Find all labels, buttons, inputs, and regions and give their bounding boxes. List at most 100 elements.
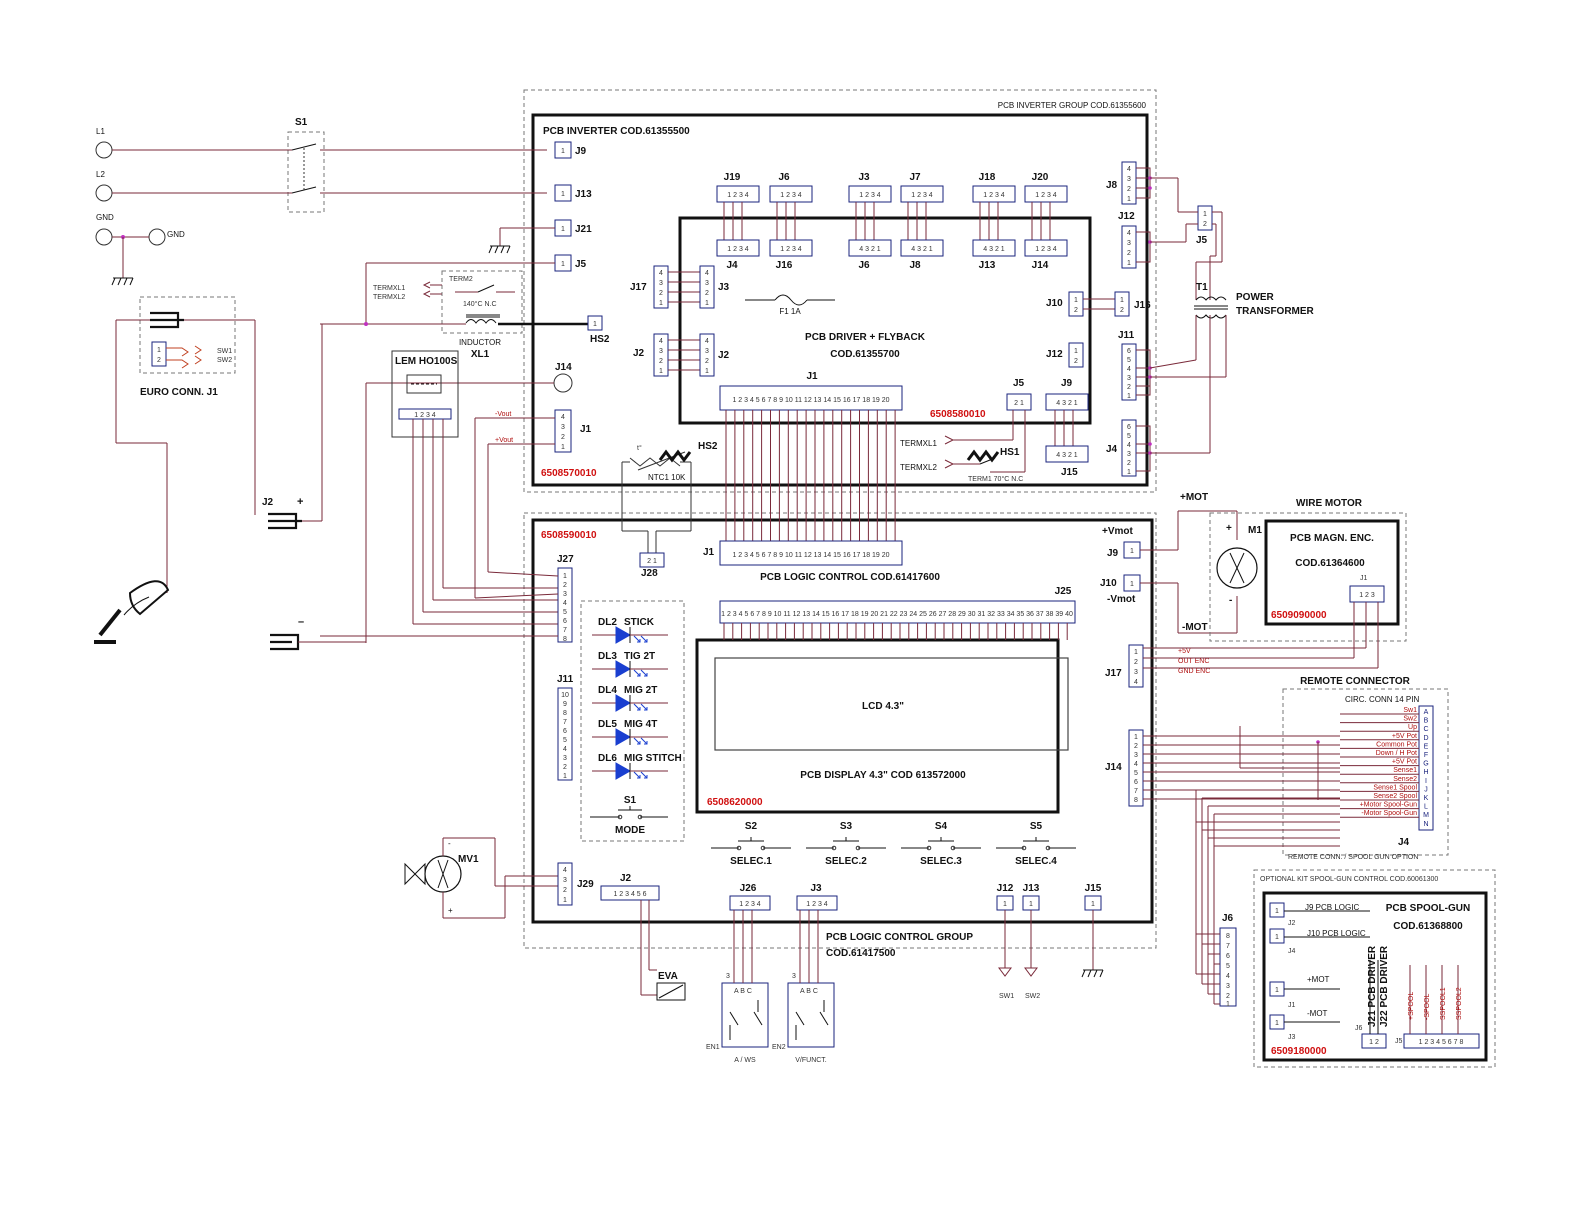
bottom-sw1-label: SW1: [999, 993, 1014, 1000]
svg-text:t°: t°: [637, 444, 642, 452]
spool-signal: +SPOOL: [1408, 992, 1415, 1020]
logic-j26-label: J26: [740, 883, 757, 894]
svg-text:3: 3: [705, 348, 709, 355]
spool-j6-label: J6: [1355, 1025, 1363, 1032]
inv-j12-label: J12: [1118, 211, 1135, 222]
svg-text:H: H: [1423, 769, 1428, 776]
svg-text:3: 3: [561, 424, 565, 431]
driver-board-cod: COD.61355700: [830, 349, 900, 360]
logic-j1-label: J1: [703, 547, 715, 558]
svg-text:6: 6: [1134, 779, 1138, 786]
spool-j10-logic: J10 PCB LOGIC: [1307, 929, 1366, 938]
encoder-name: A / WS: [734, 1057, 756, 1064]
svg-text:1: 1: [1127, 469, 1131, 476]
spool-signal: -SPOOL: [1424, 993, 1431, 1020]
svg-text:4: 4: [563, 600, 567, 607]
spool-j1-label: J1: [1288, 1002, 1296, 1009]
drv-j12-label: J12: [1046, 349, 1063, 360]
svg-text:1 2 3 4: 1 2 3 4: [859, 192, 881, 199]
svg-text:5: 5: [1127, 433, 1131, 440]
selector-ref: S3: [840, 821, 853, 832]
inv-j21-label: J21: [575, 224, 592, 235]
svg-text:2: 2: [659, 358, 663, 365]
svg-text:4: 4: [705, 338, 709, 345]
logic-group-frame: [523, 512, 1157, 949]
selector-ref: S2: [745, 821, 758, 832]
inverter-board: [531, 113, 1149, 487]
svg-text:5: 5: [1127, 357, 1131, 364]
remote-signal: -Motor Spool-Gun: [1361, 810, 1417, 817]
spool-gun-title: PCB SPOOL-GUN: [1386, 903, 1470, 914]
selector-name: SELEC.2: [825, 856, 867, 867]
remote-signal: +5V Pot: [1392, 759, 1417, 766]
svg-text:4: 4: [1127, 166, 1131, 173]
svg-text:2: 2: [1074, 358, 1078, 365]
svg-text:M: M: [1423, 812, 1429, 819]
svg-text:J1: J1: [1360, 575, 1368, 582]
logic-j17-label: J17: [1105, 668, 1122, 679]
spool-gun-cod: COD.61368800: [1393, 921, 1463, 932]
svg-text:1 2 3 4 5 6 7 8 9 10 11 12 13: 1 2 3 4 5 6 7 8 9 10 11 12 13 14 15 16 1…: [732, 552, 889, 559]
svg-text:2: 2: [1127, 460, 1131, 467]
euro-label: EURO CONN. J1: [140, 387, 218, 398]
svg-text:1 2 3 4: 1 2 3 4: [727, 246, 749, 253]
svg-text:3: 3: [705, 280, 709, 287]
svg-text:1: 1: [563, 897, 567, 904]
output-terminals: J2 + –: [94, 324, 366, 651]
svg-text:E: E: [1424, 743, 1429, 750]
lcd-window: [714, 657, 1069, 751]
svg-text:3: 3: [1127, 451, 1131, 458]
drv-j5-label: J5: [1013, 378, 1025, 389]
svg-text:1 2: 1 2: [1369, 1039, 1379, 1046]
gnd2-label: GND: [167, 230, 185, 239]
selector-ref: S4: [935, 821, 948, 832]
led-name: MIG STITCH: [624, 753, 682, 764]
magn-enc-title: PCB MAGN. ENC.: [1290, 533, 1374, 544]
svg-text:8: 8: [1226, 933, 1230, 940]
logic-board-title: PCB LOGIC CONTROL COD.61417600: [760, 572, 940, 583]
tr-j5-label: J5: [1196, 235, 1208, 246]
ground-symbol: [111, 277, 134, 286]
svg-text:10: 10: [561, 692, 569, 699]
svg-text:4: 4: [1134, 761, 1138, 768]
gnd2-terminal: [148, 228, 166, 246]
euro-sw1-label: SW1: [217, 348, 232, 355]
drv-bot-j6: J6: [858, 260, 870, 271]
svg-text:1: 1: [1134, 734, 1138, 741]
svg-text:2: 2: [563, 887, 567, 894]
spool-j3-label: J3: [1288, 1034, 1296, 1041]
svg-text:2: 2: [561, 434, 565, 441]
svg-text:4: 4: [1127, 366, 1131, 373]
optional-kit-label: OPTIONAL KIT SPOOL-GUN CONTROL COD.60061…: [1260, 876, 1438, 883]
svg-text:2: 2: [705, 358, 709, 365]
svg-text:2: 2: [659, 290, 663, 297]
vmot-neg-label: -Vmot: [1107, 594, 1136, 605]
logic-j27-label: J27: [557, 554, 574, 565]
plus-label: +: [297, 496, 303, 508]
lem-label: LEM HO100S: [395, 356, 458, 367]
spool-gun-code: 6509180000: [1271, 1046, 1327, 1057]
remote-signal: Sw2: [1403, 716, 1417, 723]
svg-text:1: 1: [1127, 196, 1131, 203]
svg-text:1: 1: [561, 148, 565, 155]
svg-text:4: 4: [705, 270, 709, 277]
circ-conn-label: CIRC. CONN 14 PIN: [1345, 695, 1419, 704]
svg-text:3: 3: [1127, 240, 1131, 247]
l2-label: L2: [96, 170, 105, 179]
ntc-label: NTC1 10K: [648, 473, 686, 482]
svg-text:4: 4: [563, 867, 567, 874]
spool-mot-pos: +MOT: [1307, 975, 1330, 984]
vmot-pos-label: +Vmot: [1102, 526, 1134, 537]
svg-text:6: 6: [1226, 953, 1230, 960]
drv-j10-label: J10: [1046, 298, 1063, 309]
svg-text:1: 1: [561, 444, 565, 451]
svg-text:2: 2: [705, 290, 709, 297]
drv-bot-j4: J4: [726, 260, 738, 271]
svg-text:3: 3: [659, 280, 663, 287]
hs1-termxl2-label: TERMXL2: [900, 463, 937, 472]
ribbon-j1: J1 1 2 3 4 5 6 7 8 9 10 11 12 13 14 15 1…: [703, 371, 903, 566]
